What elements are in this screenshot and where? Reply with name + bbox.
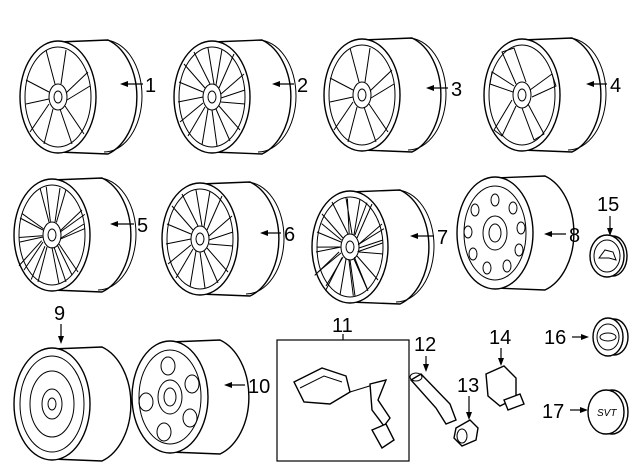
center-cap-16 <box>592 317 629 357</box>
tpms-valve-stem <box>369 378 391 428</box>
wheel-7 <box>307 189 435 305</box>
wheel-2 <box>173 39 297 155</box>
callout-10: 10 <box>248 376 270 398</box>
callout-13: 13 <box>457 375 479 397</box>
callout-7: 7 <box>437 227 448 249</box>
wheel-4 <box>483 37 607 153</box>
lug-nut-13 <box>453 419 479 447</box>
callout-6: 6 <box>284 224 295 246</box>
svt-logo-text: SVT <box>597 408 617 419</box>
wheel-8-steel <box>456 175 575 291</box>
wheel-1 <box>19 39 143 155</box>
callout-15: 15 <box>597 194 619 216</box>
center-cap-15 <box>589 234 628 278</box>
lock-nut-14 <box>485 365 525 411</box>
callout-16: 16 <box>544 327 566 349</box>
callout-8: 8 <box>569 225 580 247</box>
tpms-sensor <box>293 367 377 405</box>
callout-3: 3 <box>451 79 462 101</box>
callout-9: 9 <box>54 303 65 325</box>
callout-17: 17 <box>542 401 564 423</box>
tpms-valve-cap <box>371 423 395 450</box>
wheel-3 <box>323 37 447 153</box>
center-cap-17: SVT <box>587 389 629 435</box>
wheel-5 <box>12 177 137 293</box>
wheel-6 <box>161 181 285 297</box>
callout-12: 12 <box>414 334 436 356</box>
callout-14: 14 <box>489 327 511 349</box>
wheel-9-spare <box>13 346 132 462</box>
valve-stem-12 <box>409 372 457 425</box>
callout-2: 2 <box>297 75 308 97</box>
wheel-10-steel <box>131 339 250 455</box>
callout-5: 5 <box>137 215 148 237</box>
leader-lines <box>58 81 613 420</box>
callout-1: 1 <box>145 75 156 97</box>
callout-4: 4 <box>610 75 621 97</box>
callout-11: 11 <box>332 315 353 337</box>
